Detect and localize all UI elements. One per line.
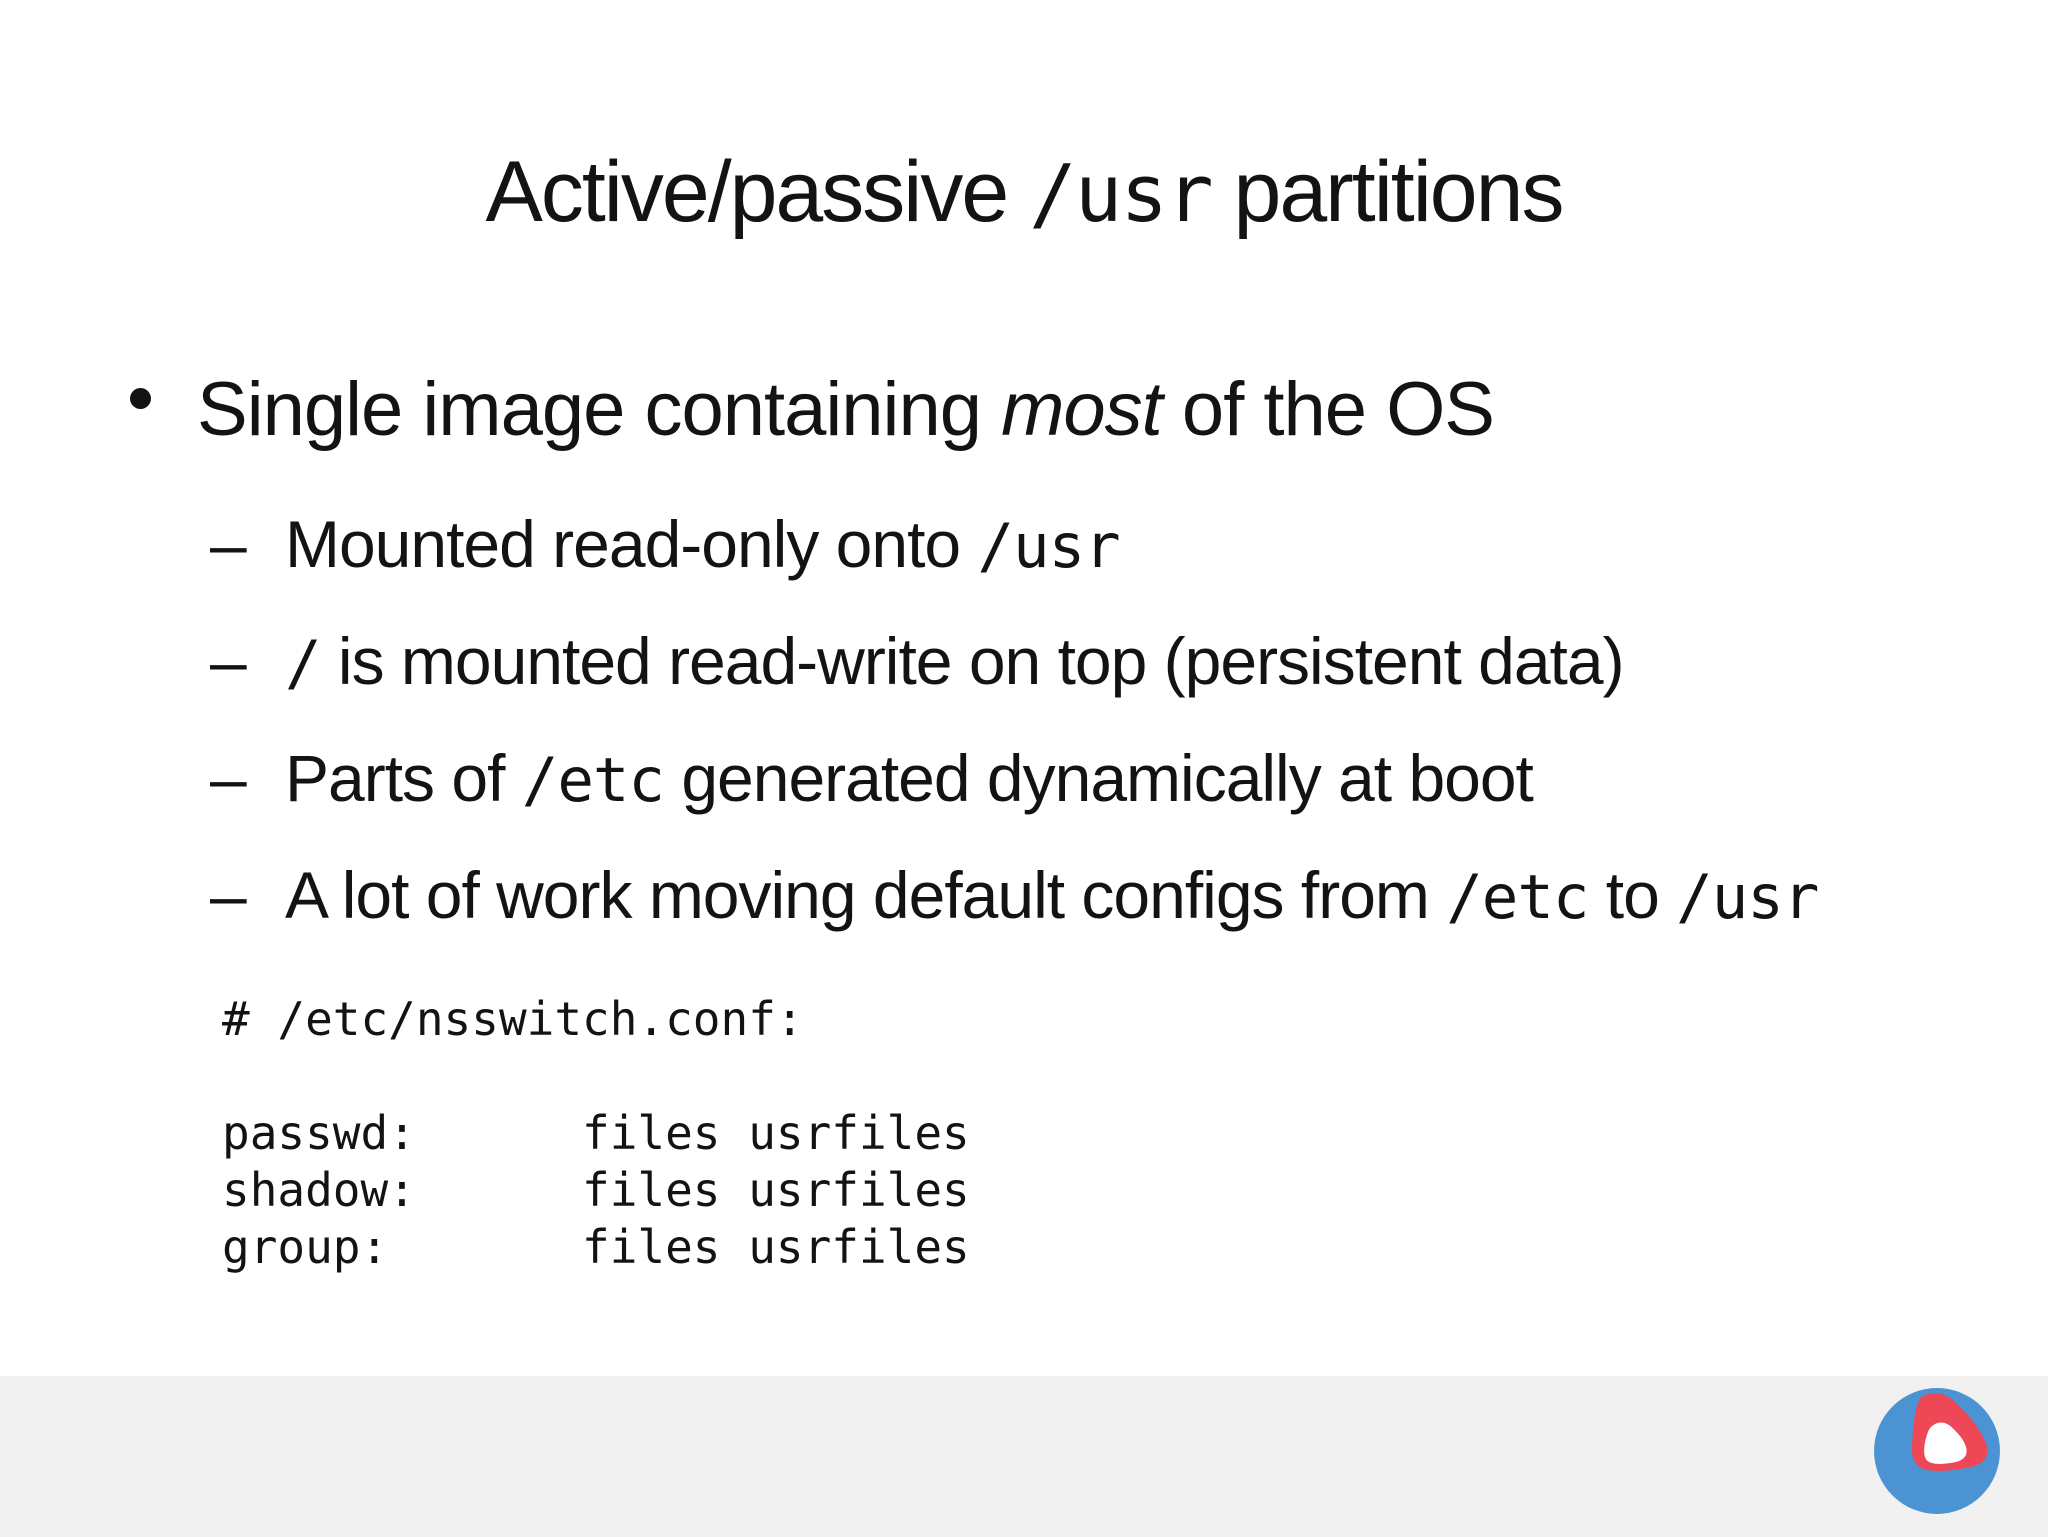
sub-bullet-list: – Mounted read-only onto /usr – / is mou…	[0, 486, 1980, 954]
sub-text-pre: A lot of work moving default configs fro…	[285, 858, 1447, 932]
sub-bullet-etc-generated: – Parts of /etc generated dynamically at…	[0, 720, 1980, 837]
sub-text-post: generated dynamically at boot	[664, 741, 1534, 815]
sub-bullet-text: Parts of /etc generated dynamically at b…	[285, 720, 1534, 840]
title-text-pre: Active/passive	[485, 144, 1030, 240]
bullet-marker	[130, 388, 151, 409]
sub-text-code: /	[285, 629, 322, 699]
sub-text-post: is mounted read-write on top (persistent…	[320, 624, 1625, 698]
dash-marker: –	[210, 624, 247, 698]
sub-bullet-root-readwrite: – / is mounted read-write on top (persis…	[0, 603, 1980, 720]
title-text-post: partitions	[1211, 144, 1565, 240]
nsswitch-code-block: # /etc/nsswitch.conf: passwd: files usrf…	[222, 992, 970, 1274]
dash-marker: –	[210, 858, 247, 932]
sub-text-pre: Mounted read-only onto	[285, 507, 978, 581]
bullet-main-post: of the OS	[1161, 367, 1495, 452]
dash-marker: –	[210, 507, 247, 581]
conference-logo-icon	[1874, 1388, 2000, 1514]
footer-bar	[0, 1376, 2048, 1537]
sub-bullet-text: / is mounted read-write on top (persiste…	[285, 603, 1625, 723]
bullet-main-pre: Single image containing	[197, 367, 1002, 452]
bullet-main-italic: most	[1001, 367, 1163, 452]
sub-text-code2: /usr	[1676, 863, 1819, 933]
sub-text-mid: to	[1588, 858, 1677, 932]
sub-bullet-text: Mounted read-only onto /usr	[285, 486, 1121, 606]
sub-bullet-moving-configs: – A lot of work moving default configs f…	[0, 837, 1980, 954]
dash-marker: –	[210, 741, 247, 815]
sub-bullet-text: A lot of work moving default configs fro…	[285, 837, 1819, 957]
slide-title: Active/passive /usr partitions	[0, 141, 2048, 244]
sub-text-code: /etc	[1446, 863, 1589, 933]
sub-bullet-mounted-readonly: – Mounted read-only onto /usr	[0, 486, 1980, 603]
title-code-usr: /usr	[1029, 148, 1214, 240]
sub-text-code: /etc	[521, 746, 665, 816]
bullet-main: Single image containing most of the OS	[197, 364, 1957, 455]
sub-text-code: /usr	[977, 512, 1120, 582]
sub-text-pre: Parts of	[285, 741, 522, 815]
